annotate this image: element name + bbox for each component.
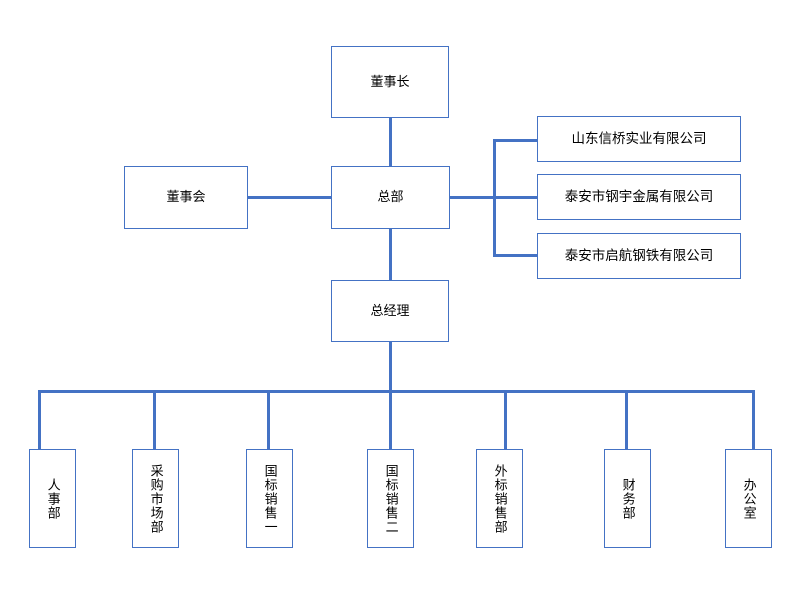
node-department-7[interactable]: 办公室: [725, 449, 772, 548]
connector-subsidiary-branch-2: [493, 196, 537, 199]
connector-department-drop-5: [504, 390, 507, 449]
node-department-5[interactable]: 外标销售部: [476, 449, 523, 548]
connector-headquarters-to-general-manager: [389, 229, 392, 280]
node-department-1[interactable]: 人事部: [29, 449, 76, 548]
connector-department-bus: [38, 390, 755, 393]
connector-subsidiary-branch-1: [493, 139, 537, 142]
node-chairman[interactable]: 董事长: [331, 46, 449, 118]
connector-subsidiary-branch-3: [493, 254, 537, 257]
node-board-of-directors[interactable]: 董事会: [124, 166, 248, 229]
node-subsidiary-3[interactable]: 泰安市启航钢铁有限公司: [537, 233, 741, 279]
node-subsidiary-1[interactable]: 山东信桥实业有限公司: [537, 116, 741, 162]
node-general-manager[interactable]: 总经理: [331, 280, 449, 342]
node-department-6[interactable]: 财务部: [604, 449, 651, 548]
connector-department-drop-2: [153, 390, 156, 449]
node-headquarters[interactable]: 总部: [331, 166, 450, 229]
connector-department-drop-3: [267, 390, 270, 449]
connector-chairman-to-headquarters: [389, 118, 392, 166]
node-department-4[interactable]: 国标销售二: [367, 449, 414, 548]
connector-department-drop-1: [38, 390, 41, 449]
connector-board-to-headquarters: [248, 196, 332, 199]
connector-general-manager-to-department-bus: [389, 342, 392, 392]
connector-headquarters-to-subsidiary-bus: [450, 196, 496, 199]
connector-department-drop-6: [625, 390, 628, 449]
node-department-2[interactable]: 采购市场部: [132, 449, 179, 548]
connector-department-drop-4: [389, 390, 392, 449]
node-subsidiary-2[interactable]: 泰安市钢宇金属有限公司: [537, 174, 741, 220]
node-department-3[interactable]: 国标销售一: [246, 449, 293, 548]
connector-department-drop-7: [752, 390, 755, 449]
